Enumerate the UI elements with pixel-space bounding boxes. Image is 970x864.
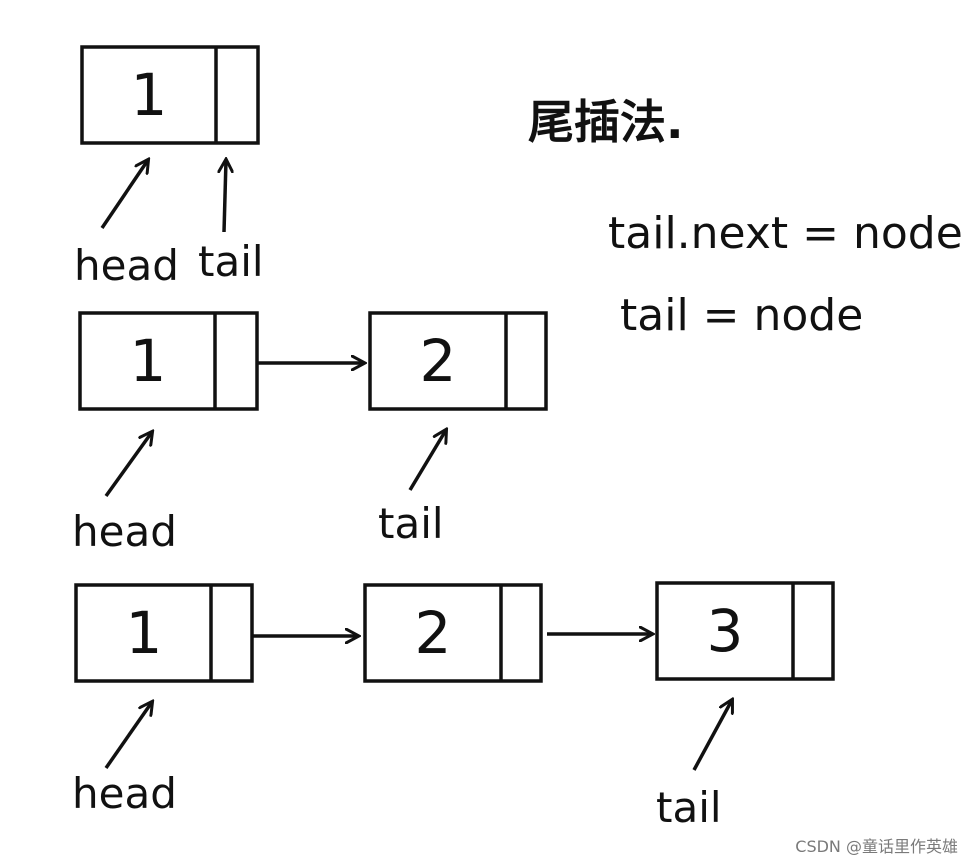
node-1: 1 [80, 45, 260, 145]
node-value: 2 [420, 327, 457, 395]
node-value: 3 [707, 597, 744, 665]
row-1: 1 head tail [74, 45, 264, 290]
node-value: 1 [130, 327, 167, 395]
method-title: 尾插法. [528, 95, 683, 149]
watermark: CSDN @童话里作英雄 [795, 837, 958, 856]
tail-label: tail [656, 783, 722, 832]
node-2: 2 [368, 311, 548, 411]
head-label: head [74, 241, 179, 290]
node-1: 1 [74, 583, 254, 683]
tail-arrow [408, 430, 446, 491]
tail-label: tail [378, 499, 444, 548]
tail-arrow [692, 700, 732, 771]
code-line-1: tail.next = node [608, 208, 963, 259]
node-value: 1 [126, 599, 163, 667]
node-1: 1 [78, 311, 259, 411]
node-value: 1 [131, 61, 168, 129]
node-3: 3 [655, 581, 835, 681]
tail-label: tail [198, 237, 264, 286]
code-line-2: tail = node [620, 290, 863, 341]
head-label: head [72, 769, 177, 818]
head-arrow [104, 702, 152, 770]
tail-arrow [224, 160, 226, 233]
head-arrow [100, 160, 148, 229]
head-arrow [104, 432, 152, 498]
node-value: 2 [415, 599, 452, 667]
row-3: 1 2 3 head tail [72, 581, 835, 832]
head-label: head [72, 507, 177, 556]
row-2: 1 2 head tail [72, 311, 548, 556]
node-2: 2 [363, 583, 543, 683]
